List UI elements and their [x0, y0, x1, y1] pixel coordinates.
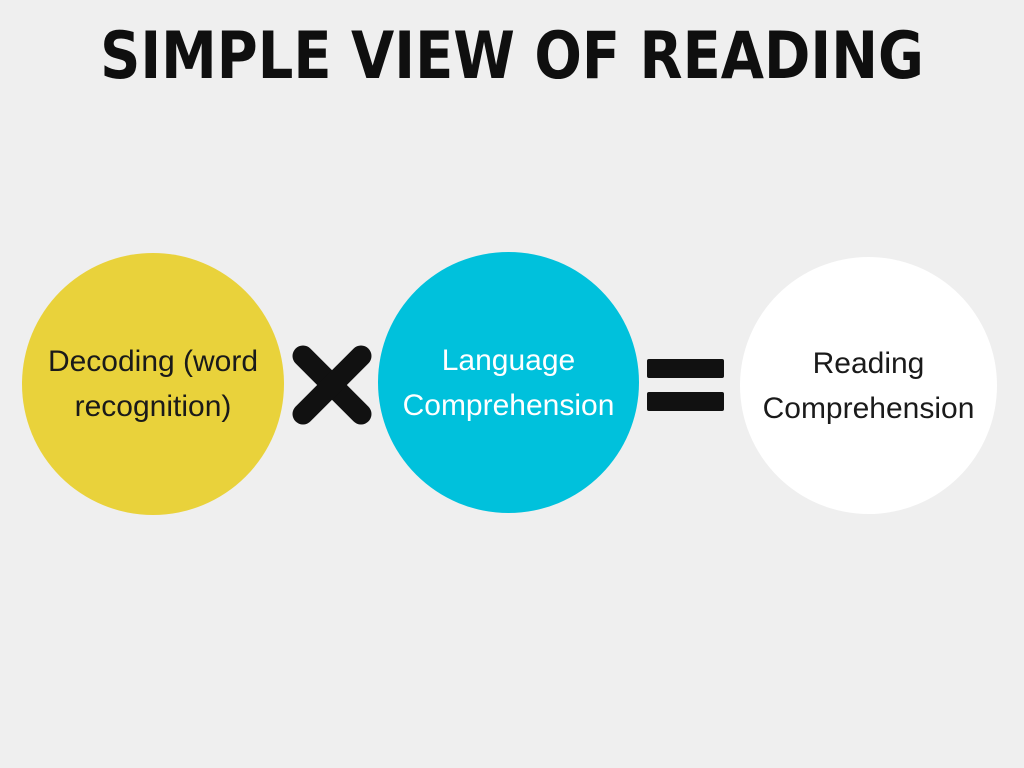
decoding-circle: Decoding (word recognition): [22, 253, 284, 515]
language-comprehension-circle-label: Language Comprehension: [402, 343, 615, 422]
language-comprehension-circle: Language Comprehension: [378, 252, 639, 513]
equals-bottom-bar: [647, 392, 724, 411]
page-title: SIMPLE VIEW OF READING: [100, 19, 924, 94]
reading-comprehension-circle-label: Reading Comprehension: [762, 346, 975, 425]
equals-top-bar: [647, 359, 724, 378]
reading-comprehension-circle: Reading Comprehension: [740, 257, 997, 514]
decoding-circle-label: Decoding (word recognition): [47, 345, 259, 423]
multiply-icon: [290, 343, 374, 427]
equals-icon: [647, 359, 724, 411]
